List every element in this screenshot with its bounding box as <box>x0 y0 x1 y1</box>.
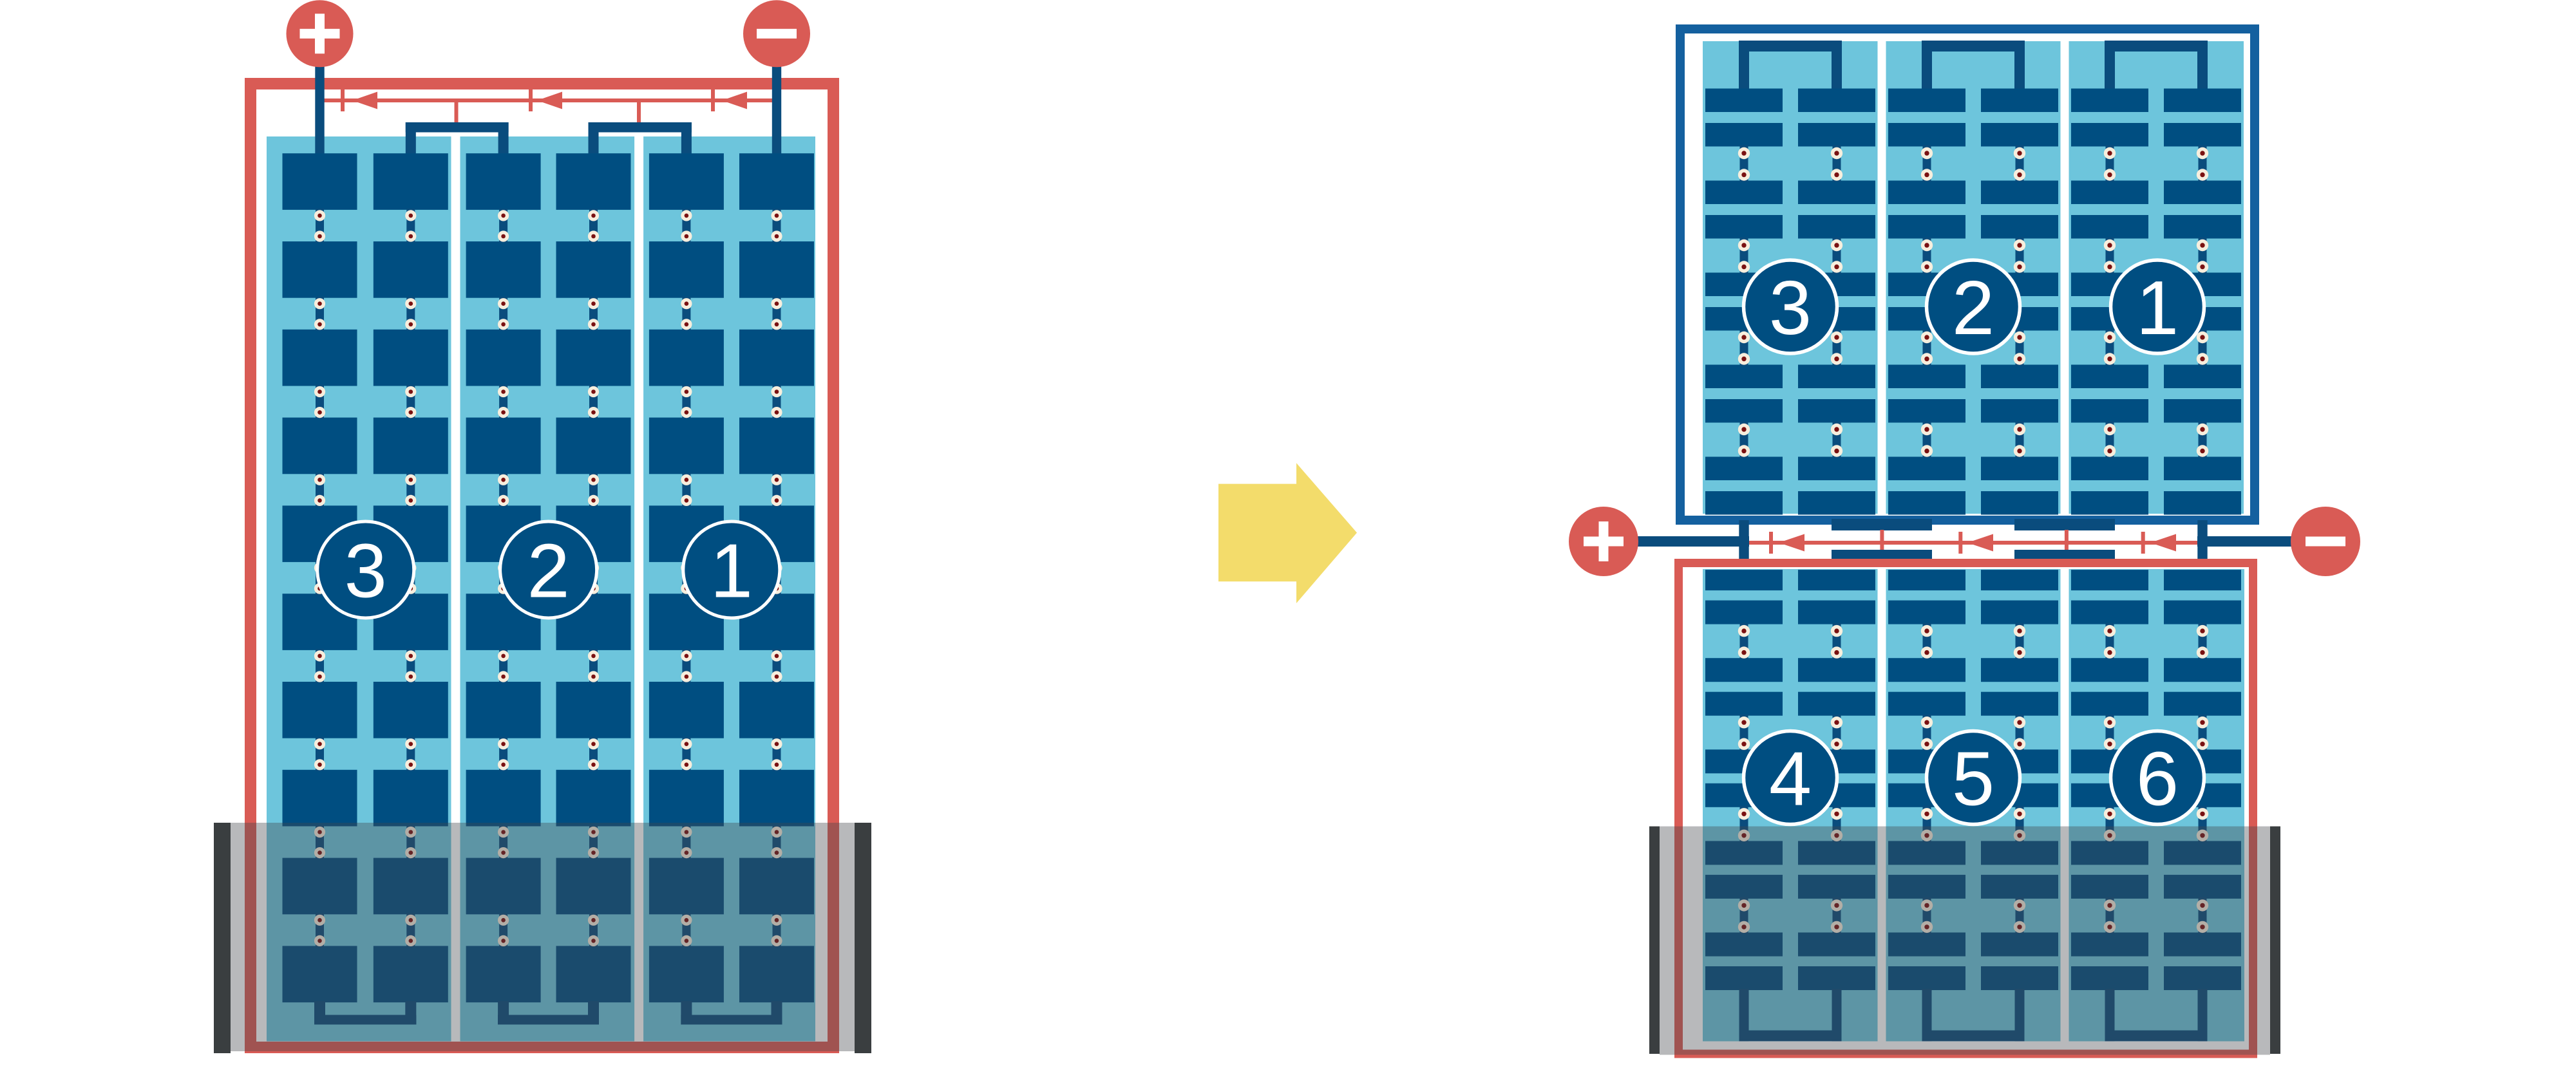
svg-text:1: 1 <box>710 529 753 614</box>
svg-text:5: 5 <box>1952 736 1994 822</box>
svg-text:2: 2 <box>527 529 570 614</box>
svg-text:4: 4 <box>1769 736 1812 822</box>
svg-text:6: 6 <box>2136 736 2179 822</box>
svg-text:1: 1 <box>2136 265 2179 351</box>
svg-text:3: 3 <box>345 529 387 614</box>
svg-text:2: 2 <box>1952 265 1994 351</box>
svg-text:3: 3 <box>1769 265 1812 351</box>
